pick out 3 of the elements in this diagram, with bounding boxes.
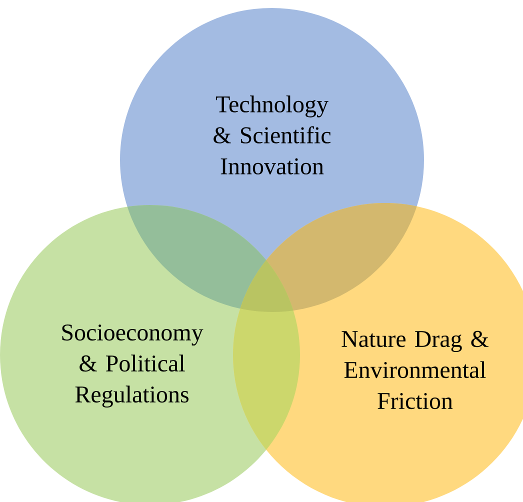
circle-label: Technology & Scientific Innovation	[214, 96, 331, 174]
circle-label: Nature Drag & Environmental Friction	[342, 330, 489, 410]
circle-label: Socioeconomy & Political Regulations	[62, 324, 204, 408]
